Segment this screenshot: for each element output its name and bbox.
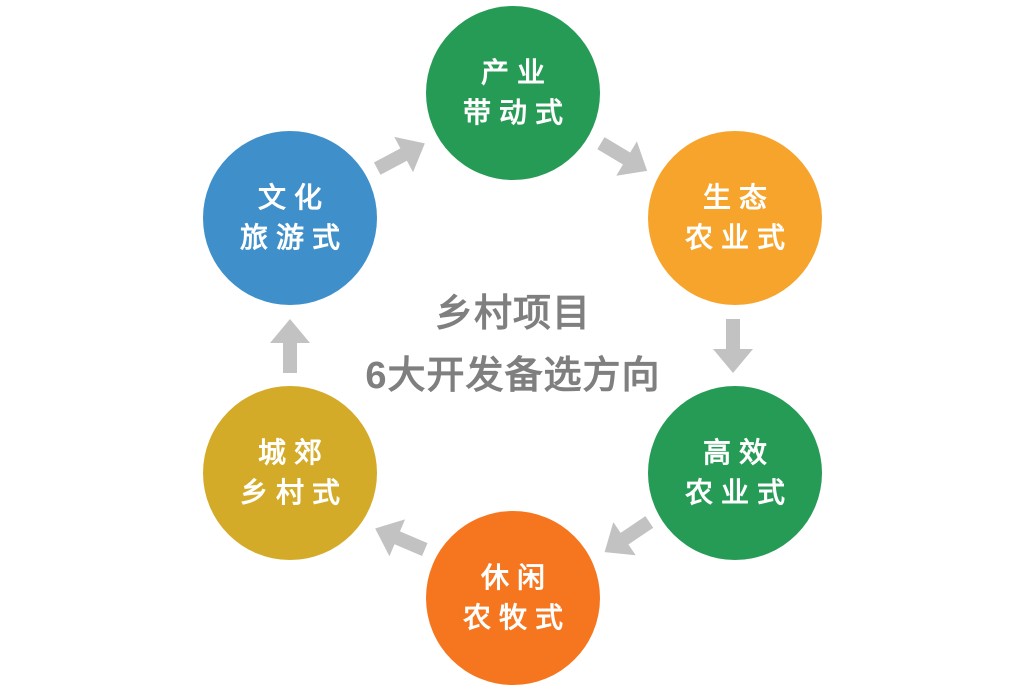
node-cultural-tourism-label-line1: 文化 — [257, 182, 330, 213]
node-high-efficiency-agriculture: 高效 农业式 — [648, 386, 822, 560]
node-suburban-rural-label-line2: 乡村式 — [239, 477, 348, 508]
flow-arrow-icon-topright-to-bottomright — [713, 319, 753, 373]
node-leisure-farming-label-line1: 休闲 — [480, 562, 553, 593]
node-industry-driven: 产业 带动式 — [426, 6, 600, 180]
node-suburban-rural: 城郊 乡村式 — [203, 386, 377, 560]
node-industry-driven-label-line2: 带动式 — [462, 97, 571, 128]
node-cultural-tourism-label-line2: 旅游式 — [239, 222, 348, 253]
flow-arrow-icon-bottomleft-to-topleft — [270, 319, 310, 373]
flow-arrow-icon-bottomright-to-bottom — [593, 505, 660, 568]
node-high-efficiency-agriculture-label-line1: 高效 — [702, 437, 775, 468]
node-leisure-farming-label-line2: 农牧式 — [462, 602, 571, 633]
node-eco-agriculture-label-line1: 生态 — [702, 182, 775, 213]
flow-arrow-icon-top-to-topright — [591, 126, 658, 188]
node-high-efficiency-agriculture-label-line2: 农业式 — [684, 477, 793, 508]
node-leisure-farming: 休闲 农牧式 — [426, 511, 600, 685]
node-suburban-rural-label-line1: 城郊 — [257, 437, 330, 468]
diagram-title-line2: 6大开发备选方向 — [365, 355, 661, 397]
flow-arrow-icon-topleft-to-top — [368, 126, 434, 187]
node-eco-agriculture-label-line2: 农业式 — [684, 222, 793, 253]
diagram-title-line1: 乡村项目 — [434, 293, 591, 335]
flow-arrow-icon-bottom-to-bottomleft — [367, 510, 432, 568]
node-industry-driven-label-line1: 产业 — [480, 57, 553, 88]
node-eco-agriculture: 生态 农业式 — [648, 131, 822, 305]
diagram-title: 乡村项目 6大开发备选方向 — [262, 283, 764, 407]
node-cultural-tourism: 文化 旅游式 — [203, 131, 377, 305]
